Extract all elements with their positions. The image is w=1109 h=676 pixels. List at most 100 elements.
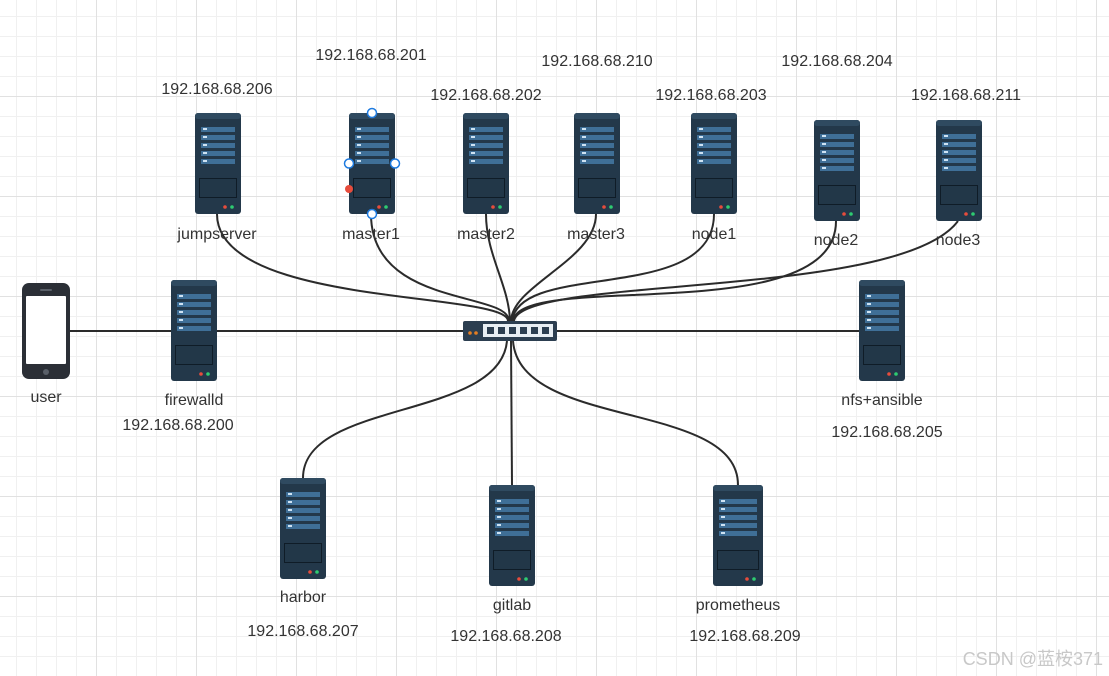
link-node1-switch[interactable] [511,213,715,322]
server-icon[interactable] [195,113,241,214]
drive-bay [942,134,976,139]
server-icon[interactable] [489,485,535,586]
server-top [171,280,217,286]
link-jumpserver-switch[interactable] [216,213,509,322]
status-led-red [223,205,227,209]
vent-grille [695,178,733,198]
server-icon[interactable] [713,485,763,586]
status-led-red [308,570,312,574]
link-switch-gitlab[interactable] [510,340,513,486]
drive-bay [201,143,235,148]
drive-bay [865,326,899,331]
link-switch-harbor[interactable] [302,340,508,479]
server-icon[interactable] [280,478,326,579]
drive-indicator [179,319,183,321]
switch-port [487,327,494,334]
server-icon[interactable] [574,113,620,214]
vent-grille [863,345,901,365]
server-top [814,120,860,126]
server-icon[interactable] [171,280,217,381]
drive-indicator [471,160,475,162]
connection-point[interactable] [345,185,353,193]
drive-indicator [721,516,725,518]
drive-indicator [288,509,292,511]
drive-bay [286,508,320,513]
server-icon[interactable] [463,113,509,214]
vent-grille [175,345,213,365]
drive-bay [865,294,899,299]
drive-indicator [582,152,586,154]
server-top [574,113,620,119]
network-switch-icon[interactable] [463,321,557,341]
server-icon[interactable] [691,113,737,214]
drive-indicator [288,493,292,495]
vent-grille [353,178,391,198]
status-led-green [524,577,528,581]
drive-indicator [179,327,183,329]
drive-indicator [822,159,826,161]
status-led-red [719,205,723,209]
server-top [936,120,982,126]
drive-indicator [497,516,501,518]
status-led-green [315,570,319,574]
link-switch-prometheus[interactable] [512,340,739,486]
drive-bay [942,150,976,155]
device-name-label: node3 [935,232,981,249]
status-led-red [377,205,381,209]
vent-grille [493,550,531,570]
server-top [859,280,905,286]
drive-indicator [699,152,703,154]
selection-handle[interactable] [389,158,401,169]
server-icon[interactable] [349,113,395,214]
server-icon[interactable] [814,120,860,221]
link-node3-switch[interactable] [513,220,959,322]
drive-bay [697,159,731,164]
drive-indicator [867,327,871,329]
drive-indicator [822,135,826,137]
status-led-green [849,212,853,216]
link-master1-switch[interactable] [370,213,510,322]
server-icon[interactable] [936,120,982,221]
drive-indicator [822,167,826,169]
drive-indicator [179,303,183,305]
status-led-red [602,205,606,209]
drive-indicator [471,152,475,154]
server-icon[interactable] [859,280,905,381]
link-master2-switch[interactable] [485,213,511,322]
device-name-label: harbor [279,589,327,606]
status-led-green [609,205,613,209]
status-led-red [842,212,846,216]
phone-icon[interactable] [22,283,70,379]
drive-indicator [288,501,292,503]
link-node2-switch[interactable] [512,220,837,322]
drive-indicator [721,500,725,502]
drive-bay [177,326,211,331]
link-master3-switch[interactable] [510,213,597,322]
server-top [691,113,737,119]
drive-indicator [867,319,871,321]
status-led-green [498,205,502,209]
drive-indicator [203,144,207,146]
status-led-green [206,372,210,376]
drive-bay [865,310,899,315]
switch-port [542,327,549,334]
home-button [43,369,49,375]
drive-indicator [944,151,948,153]
device-ip-label: 192.168.68.201 [315,47,427,64]
drive-bay [469,159,503,164]
drive-bay [865,318,899,323]
device-ip-label: 192.168.68.203 [655,87,767,104]
drive-indicator [867,311,871,313]
drive-bay [820,150,854,155]
selection-handle[interactable] [343,158,355,169]
vent-grille [578,178,616,198]
drive-bay [355,143,389,148]
selection-handle[interactable] [366,107,378,119]
selection-handle[interactable] [366,208,378,220]
vent-grille [940,185,978,205]
device-ip-label: 192.168.68.211 [910,87,1022,104]
drive-bay [820,158,854,163]
drive-bay [697,151,731,156]
drive-bay [719,507,757,512]
